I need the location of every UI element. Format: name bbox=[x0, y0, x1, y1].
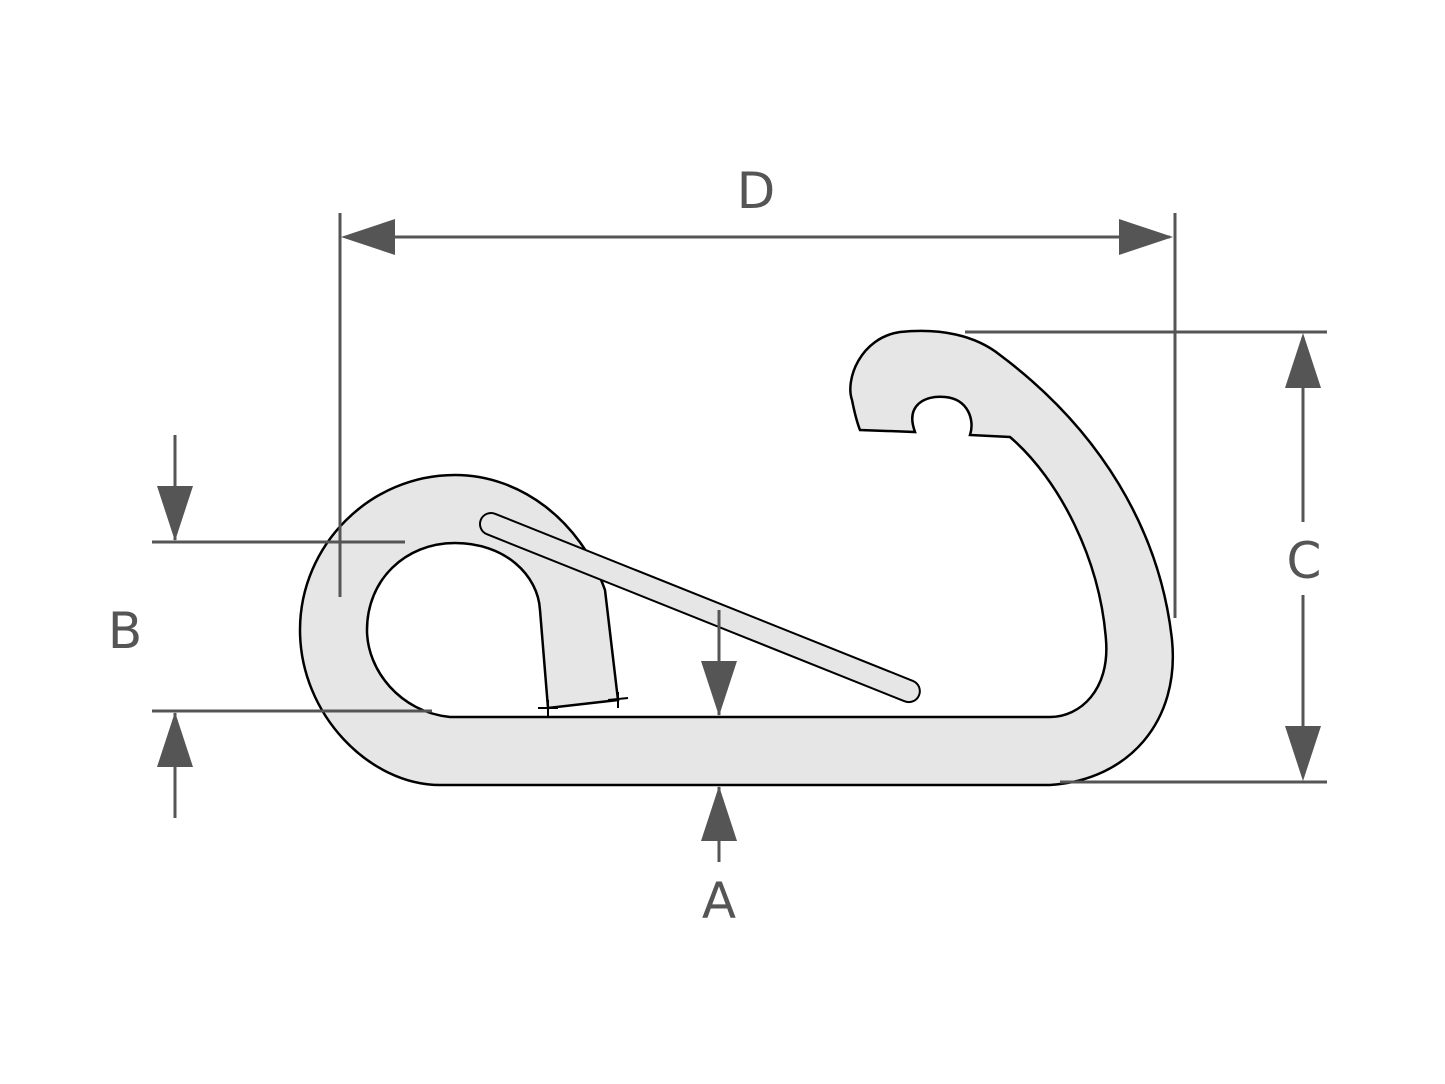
hinge-ticks bbox=[538, 692, 629, 716]
arrow-c-bottom bbox=[1285, 726, 1321, 781]
label-a: A bbox=[702, 872, 736, 930]
hook-body bbox=[298, 329, 1175, 787]
arrow-b-top bbox=[157, 486, 193, 541]
arrow-a-bottom bbox=[701, 786, 737, 841]
arrowheads bbox=[157, 219, 1321, 841]
arrow-c-top bbox=[1285, 333, 1321, 388]
gate-bar bbox=[479, 512, 921, 704]
arrow-d-left bbox=[341, 219, 395, 255]
arrow-d-right bbox=[1119, 219, 1173, 255]
label-c: C bbox=[1287, 532, 1322, 590]
label-d: D bbox=[737, 162, 776, 220]
arrow-b-bottom bbox=[157, 712, 193, 767]
arrow-a-top bbox=[701, 661, 737, 716]
label-b: B bbox=[108, 602, 142, 660]
